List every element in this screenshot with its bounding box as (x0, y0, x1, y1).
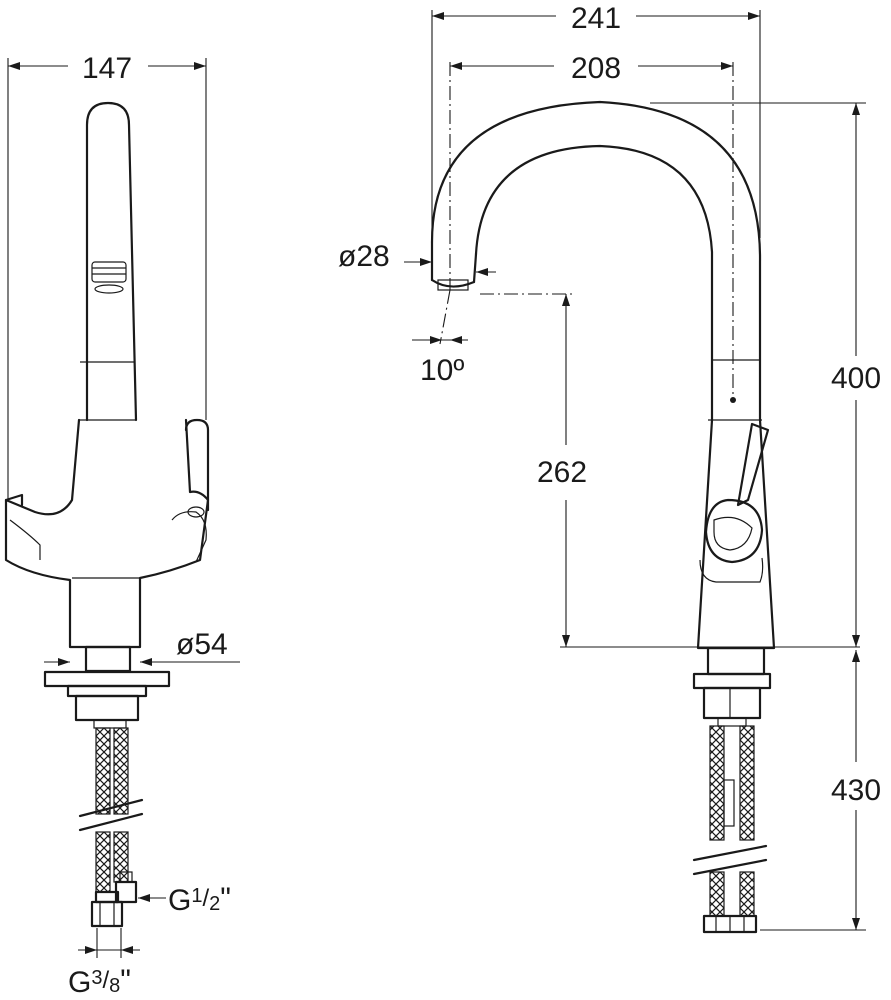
dimension-label-400: 400 (831, 362, 881, 395)
mounting-base-front (43, 645, 171, 729)
hoses-front (78, 727, 144, 928)
svg-text:G1/2": G1/2" (168, 882, 231, 917)
dimension-tap-height: 400 (650, 102, 881, 647)
dimension-outlet-diameter: ø28 (338, 240, 496, 276)
dimension-label-147: 147 (82, 52, 132, 85)
dimension-front-width: 147 (7, 52, 207, 500)
front-view: 147 (4, 52, 240, 999)
svg-text:G3/8": G3/8" (68, 964, 131, 999)
dimension-spout-reach-axis: 208 (449, 52, 734, 400)
dimension-label-10-degrees: 10º (420, 354, 464, 387)
gooseneck-spout (430, 100, 762, 422)
hoses-side (692, 725, 768, 934)
dimension-spout-clearance: 262 (480, 293, 860, 648)
inlet-label-three-eighths-inch: G3/8" (68, 928, 140, 999)
side-view: 241 208 ø28 (338, 2, 881, 934)
dimension-spout-reach-total: 241 (431, 2, 761, 238)
dimension-label-28: ø28 (338, 240, 390, 273)
faucet-body-front (4, 418, 210, 649)
mixer-lever (79, 101, 138, 422)
dimension-base-diameter: ø54 (44, 628, 240, 666)
dimension-label-54: ø54 (176, 628, 228, 661)
dimension-label-241: 241 (571, 2, 621, 35)
dimension-label-208: 208 (571, 52, 621, 85)
mounting-base-side (692, 646, 772, 727)
dimension-outlet-angle: 10º (412, 289, 468, 387)
dimension-label-430: 430 (831, 774, 881, 807)
faucet-body-side (696, 418, 776, 650)
dimension-label-262: 262 (537, 456, 587, 489)
inlet-label-half-inch: G1/2" (138, 882, 231, 917)
dimension-hose-length: 430 (760, 650, 881, 931)
